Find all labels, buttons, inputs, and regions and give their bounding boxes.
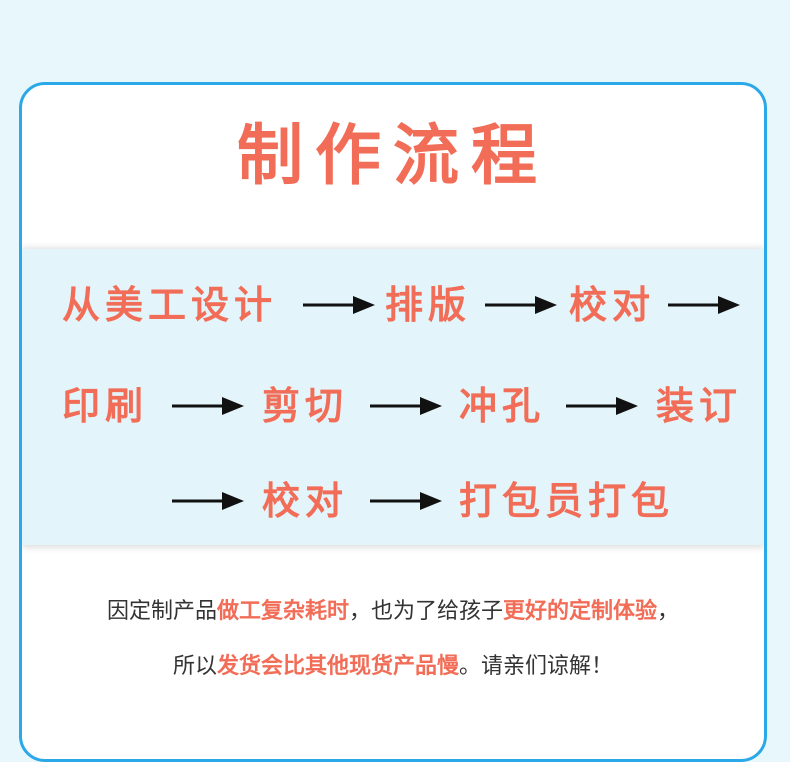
step-punch: 冲孔 [459, 384, 546, 428]
step-design: 从美工设计 [62, 283, 278, 327]
process-card: 制作流程 从美工设计 排版 校对 印刷 剪切 冲孔 装订 [19, 82, 767, 762]
step-final-proofread: 校对 [262, 479, 349, 523]
notice-line-1: 因定制产品做工复杂耗时，也为了给孩子更好的定制体验， [22, 601, 764, 623]
arrow-right-icon [566, 394, 638, 418]
step-pack: 打包员打包 [459, 479, 675, 523]
arrow-right-icon [172, 394, 244, 418]
arrow-right-icon [303, 293, 375, 317]
notice-highlight: 发货会比其他现货产品慢 [216, 654, 459, 679]
notice-text: 。请亲们谅解！ [459, 654, 614, 679]
notice-text: ， [657, 599, 680, 624]
notice-text: 所以 [172, 654, 217, 679]
notice-line-2: 所以发货会比其他现货产品慢。请亲们谅解！ [22, 656, 764, 678]
arrow-right-icon [485, 293, 557, 317]
arrow-right-icon [668, 293, 740, 317]
arrow-right-icon [370, 394, 442, 418]
step-bind: 装订 [656, 384, 743, 428]
step-cut: 剪切 [262, 384, 349, 428]
arrow-right-icon [172, 489, 244, 513]
notice-highlight: 做工复杂耗时 [216, 599, 349, 624]
process-band: 从美工设计 排版 校对 印刷 剪切 冲孔 装订 校对 [22, 249, 764, 545]
page-title: 制作流程 [237, 117, 549, 194]
step-typesetting: 排版 [385, 283, 472, 327]
arrow-right-icon [370, 489, 442, 513]
step-print: 印刷 [62, 384, 149, 428]
notice-text: ，也为了给孩子 [348, 599, 503, 624]
notice-highlight: 更好的定制体验 [503, 599, 658, 624]
notice-text: 因定制产品 [106, 599, 217, 624]
step-proofread: 校对 [569, 283, 656, 327]
